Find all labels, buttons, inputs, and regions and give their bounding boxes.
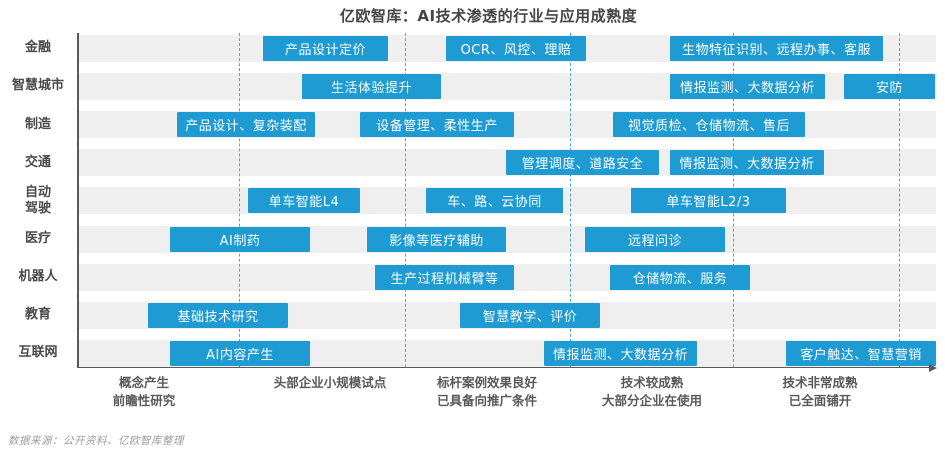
application-box: 设备管理、柔性生产 xyxy=(360,112,514,138)
stage-label: 技术较成熟 大部分企业在使用 xyxy=(601,375,702,408)
application-box: 管理调度、道路安全 xyxy=(506,150,659,176)
application-box: 生产过程机械臂等 xyxy=(375,264,514,290)
application-box: 安防 xyxy=(844,74,935,100)
y-axis-line xyxy=(77,33,79,368)
chart-title: 亿欧智库：AI技术渗透的行业与应用成熟度 xyxy=(339,7,638,25)
application-box: 情报监测、大数据分析 xyxy=(670,74,825,100)
application-box: 生物特征识别、远程办事、客服 xyxy=(670,36,883,61)
application-box: 智慧教学、评价 xyxy=(460,302,600,328)
row-label-industry: 制造 xyxy=(24,116,51,132)
x-axis-line xyxy=(77,367,930,368)
application-box: 客户触达、智慧营销 xyxy=(786,340,936,366)
application-box: 单车智能L2/3 xyxy=(631,188,786,214)
stage-boundary-dashed-line xyxy=(405,33,406,367)
application-box: 基础技术研究 xyxy=(148,302,288,328)
row-label-industry: 金融 xyxy=(24,40,51,56)
application-box: 车、路、云协同 xyxy=(426,188,563,214)
row-label-industry: 交通 xyxy=(24,154,51,170)
stage-label: 技术非常成熟 已全面铺开 xyxy=(782,375,858,408)
application-box: 情报监测、大数据分析 xyxy=(544,340,697,366)
row-label-industry: 互联网 xyxy=(18,345,58,361)
row-label-industry: 机器人 xyxy=(18,268,58,284)
application-box: 影像等医疗辅助 xyxy=(367,226,506,252)
x-axis-arrow-icon xyxy=(929,363,937,372)
application-box: 情报监测、大数据分析 xyxy=(670,150,824,176)
row-label-industry: 医疗 xyxy=(24,230,51,246)
source-note: 数据来源：公开资料、亿欧智库整理 xyxy=(8,435,184,447)
application-box: 远程问诊 xyxy=(585,226,725,252)
application-box: 视觉质检、仓储物流、售后 xyxy=(613,112,805,138)
stage-boundary-dashed-line xyxy=(239,33,240,367)
stage-label: 概念产生 前瞻性研究 xyxy=(112,375,176,408)
application-box: OCR、风控、理赔 xyxy=(446,36,586,61)
application-box: 产品设计定价 xyxy=(263,36,388,61)
application-box: 生活体验提升 xyxy=(302,74,441,100)
application-box: 单车智能L4 xyxy=(248,188,360,214)
stage-boundary-dashed-line xyxy=(570,33,571,367)
row-label-industry: 教育 xyxy=(24,307,51,323)
stage-boundary-dashed-line xyxy=(899,33,900,367)
stage-label: 标杆案例效果良好 已具备向推广条件 xyxy=(436,375,537,408)
application-box: 仓储物流、服务 xyxy=(610,264,750,290)
application-box: 产品设计、复杂装配 xyxy=(177,112,315,138)
application-box: AI内容产生 xyxy=(170,340,310,366)
application-box: AI制药 xyxy=(170,226,310,252)
stage-label: 头部企业小规模试点 xyxy=(273,375,387,390)
row-label-industry: 智慧城市 xyxy=(11,78,64,94)
row-label-industry: 自动 驾驶 xyxy=(24,184,51,216)
